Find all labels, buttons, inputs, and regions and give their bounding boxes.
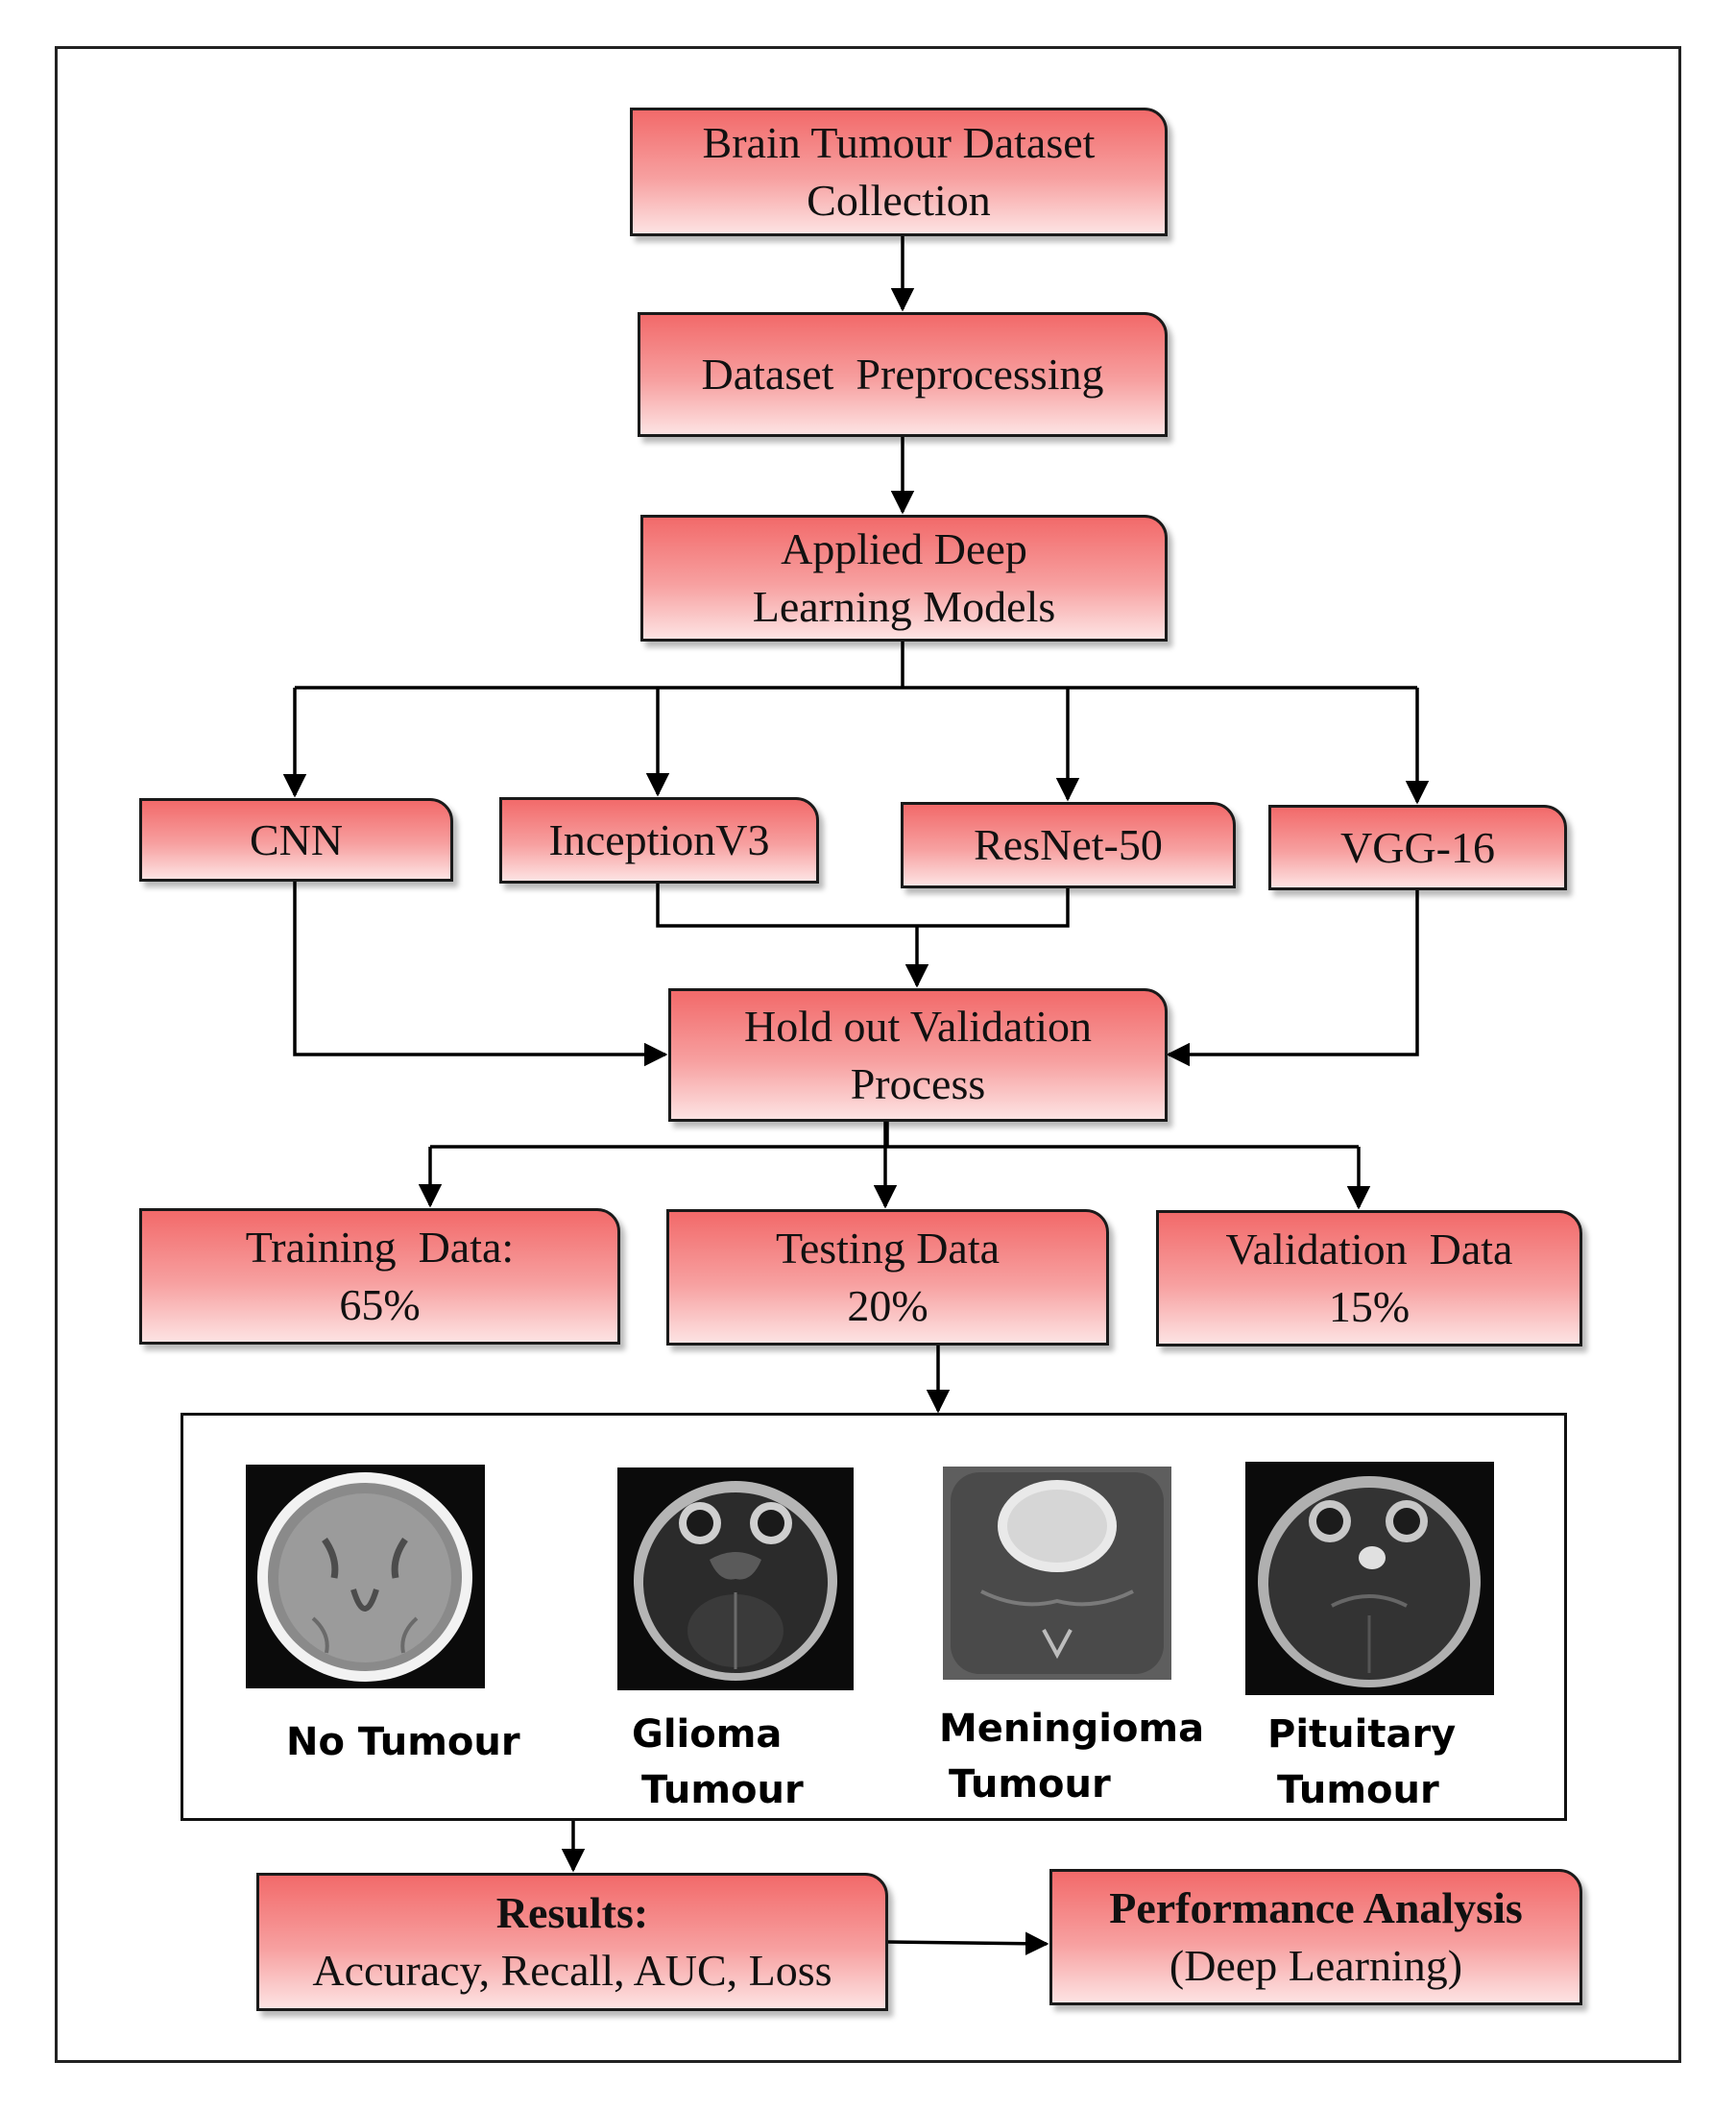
results-title: Results: [495, 1888, 649, 1938]
holdout-validation-box: Hold out Validation Process [668, 988, 1168, 1122]
class-label-pituitary: Pituitary Tumour [1267, 1712, 1457, 1812]
scan-image-no-tumour [246, 1465, 485, 1688]
model-box-resnet50: ResNet-50 [901, 802, 1236, 888]
holdout-validation-line2: Process [850, 1058, 986, 1108]
dataset-preprocessing-box: Dataset Preprocessing [638, 312, 1168, 437]
model-box-cnn: CNN [139, 798, 453, 882]
model-box-inceptionv3: InceptionV3 [499, 797, 819, 884]
split-value: 15% [1328, 1282, 1410, 1331]
diagram-frame [55, 46, 1681, 2063]
scan-image-glioma [617, 1467, 854, 1690]
class-label-glioma: Glioma Tumour [632, 1712, 804, 1812]
performance-analysis-box: Performance Analysis (Deep Learning) [1049, 1869, 1582, 2005]
split-value: 65% [339, 1280, 421, 1329]
deep-learning-models-box: Applied Deep Learning Models [640, 515, 1168, 642]
split-label: Validation Data [1225, 1225, 1513, 1274]
model-label: VGG-16 [1340, 822, 1495, 872]
join-inception-resnet [656, 884, 1070, 928]
deep-learning-models-line1: Applied Deep [781, 524, 1027, 574]
scan-image-pituitary [1245, 1462, 1494, 1695]
holdout-validation-line1: Hold out Validation [743, 1001, 1093, 1051]
scan-image-meningioma [943, 1467, 1171, 1680]
dataset-collection-line1: Brain Tumour Dataset [702, 118, 1096, 168]
dataset-collection-line2: Collection [807, 176, 991, 225]
split-box-validation: Validation Data 15% [1156, 1210, 1582, 1346]
deep-learning-models-line2: Learning Models [752, 582, 1056, 631]
class-label-no-tumour: No Tumour [286, 1720, 520, 1764]
arrow-vgg16-to-holdout [1166, 890, 1419, 1067]
dataset-collection-box: Brain Tumour Dataset Collection [630, 108, 1168, 236]
arrow-results-to-performance [887, 1931, 1049, 1955]
results-box: Results: Accuracy, Recall, AUC, Loss [256, 1873, 888, 2011]
model-label: InceptionV3 [548, 815, 770, 865]
split-box-training: Training Data: 65% [139, 1208, 620, 1345]
split-box-testing: Testing Data 20% [666, 1209, 1109, 1346]
performance-analysis-title: Performance Analysis [1109, 1883, 1523, 1933]
arrow-cnn-to-holdout [293, 882, 668, 1067]
class-label-meningioma: Meningioma Tumour [939, 1707, 1205, 1807]
model-box-vgg16: VGG-16 [1268, 805, 1567, 890]
model-label: ResNet-50 [974, 820, 1163, 870]
model-label: CNN [249, 814, 344, 864]
split-value: 20% [847, 1281, 928, 1330]
split-label: Training Data: [245, 1223, 515, 1273]
dataset-preprocessing-label: Dataset Preprocessing [701, 350, 1104, 400]
performance-analysis-detail: (Deep Learning) [1169, 1941, 1463, 1990]
split-label: Testing Data [775, 1224, 1001, 1273]
results-detail: Accuracy, Recall, AUC, Loss [312, 1946, 832, 1995]
